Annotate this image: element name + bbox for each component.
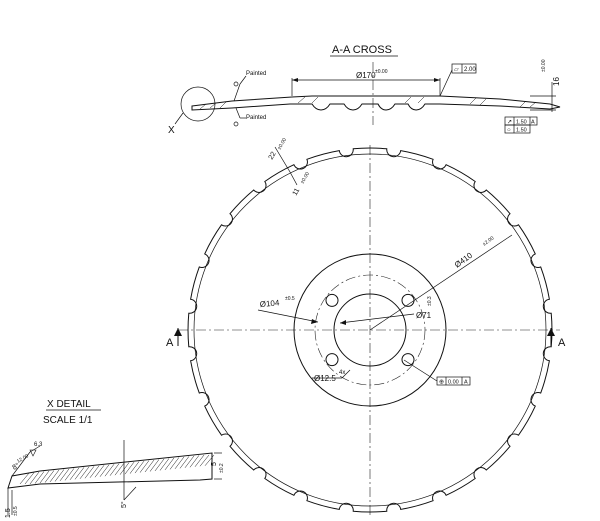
- dim-h16: 16: [552, 77, 561, 86]
- dim-d410-tol: ±2.00: [482, 235, 496, 247]
- fcf2-value: 1.50: [516, 128, 527, 134]
- dim-hole: Ø12.5: [314, 374, 336, 383]
- dim-hole-count: 4x: [339, 370, 345, 376]
- dim-d170-tol: ±0.00: [375, 69, 388, 75]
- detail-hatch: [19, 454, 215, 485]
- fcf1-value: 1.50: [516, 120, 527, 126]
- detail-thickness: 5: [211, 462, 218, 466]
- section-view: A-A CROSS Ø170 ±0.00 ▱ 2.00 16: [168, 44, 561, 136]
- front-view: Ø410 ±2.00 22 ±0.00 11 ±0.00 Ø104 ±0.5 Ø…: [166, 137, 566, 518]
- flatness-value: 2.00: [464, 67, 476, 73]
- bolt-hole: [401, 353, 415, 367]
- fcf1-ref: A: [531, 120, 535, 126]
- section-marker-left: A: [166, 328, 182, 349]
- painted-top-note: Painted: [246, 71, 266, 77]
- dim-d104-tol: ±0.5: [285, 296, 295, 302]
- detail-length: 12.00: [16, 453, 30, 465]
- dim-d71: Ø71: [416, 311, 432, 320]
- detail-angle: 8°: [11, 461, 21, 471]
- pos-ref: A: [464, 380, 468, 386]
- dim-h16-tol: ±0.00: [541, 59, 547, 72]
- pos-value: 0.00: [448, 380, 459, 386]
- detail-circle: [180, 86, 216, 122]
- fcf2-symbol: ○: [507, 128, 511, 134]
- detail-radius: 6.3: [34, 442, 43, 448]
- dim-notch-width-tol: ±0.00: [277, 137, 289, 151]
- center-bore: [333, 293, 407, 367]
- painted-bottom-note: Painted: [246, 115, 266, 121]
- dim-notch-width: 22: [268, 151, 278, 161]
- detail-view: X DETAIL SCALE 1/1 5° 6.3 8° 12.00 5 ±0.…: [5, 399, 225, 518]
- svg-text:A: A: [166, 337, 174, 349]
- disc-outer-rim: [187, 147, 553, 513]
- bolt-hole: [325, 353, 339, 367]
- fcf1-symbol: ↗: [507, 120, 512, 126]
- dim-d104: Ø104: [259, 298, 280, 309]
- detail-bevel: 5°: [120, 501, 128, 508]
- pos-symbol: ⊕: [439, 380, 444, 386]
- hub-outer-circle: [293, 253, 447, 407]
- bolt-hole: [325, 293, 339, 307]
- disc-rim-edge: [193, 153, 547, 507]
- detail-edge-tol: ±0.5: [13, 506, 19, 516]
- dim-d170: Ø170: [356, 71, 376, 80]
- svg-text:A: A: [558, 337, 566, 349]
- dim-notch-radius-tol: ±0.00: [300, 171, 312, 185]
- section-marker-right: A: [547, 328, 566, 349]
- dim-d71-tol: ±0.3: [427, 296, 433, 306]
- detail-thickness-tol: ±0.2: [219, 463, 225, 473]
- dim-d410: Ø410: [453, 251, 475, 270]
- detail-scale: SCALE 1/1: [43, 415, 93, 426]
- detail-profile: [7, 452, 213, 489]
- detail-edge: 1.5: [5, 508, 12, 518]
- dim-notch-radius: 11: [292, 187, 302, 197]
- bolt-circle: [314, 274, 426, 386]
- section-title: A-A CROSS: [332, 44, 392, 56]
- section-profile: [191, 95, 561, 111]
- detail-title: X DETAIL: [47, 399, 91, 410]
- section-hatch: [199, 96, 537, 110]
- flatness-symbol: ▱: [454, 67, 459, 73]
- detail-marker: X: [168, 125, 175, 136]
